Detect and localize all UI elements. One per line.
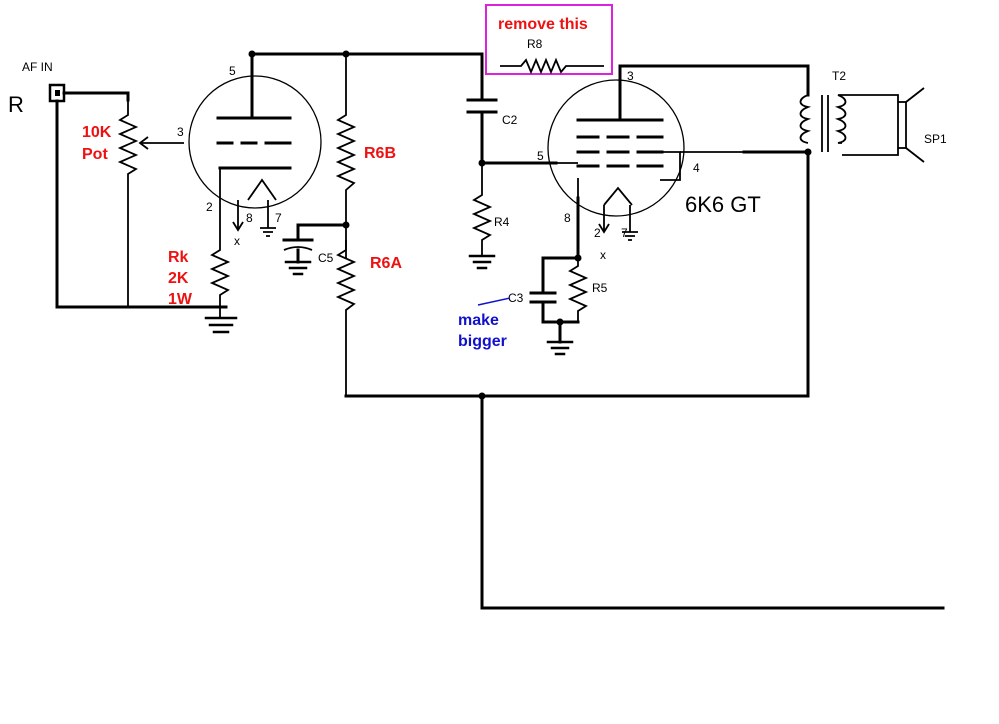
- capacitor-c5: C5: [282, 221, 350, 276]
- af-in-label: AF IN: [22, 60, 53, 74]
- potentiometer: 10K Pot: [82, 100, 184, 307]
- t2-label: T2: [832, 69, 846, 83]
- v2-ground-symbol: [546, 340, 574, 356]
- r6b-label: R6B: [364, 145, 396, 162]
- c3-label: C3: [508, 291, 524, 305]
- bigger-annotation-line2: bigger: [458, 333, 507, 350]
- resistor-r4: R4: [468, 163, 510, 270]
- pot-label-type: Pot: [82, 146, 108, 163]
- plate-rail: [250, 52, 484, 102]
- v2-pin-4: 4: [693, 161, 700, 175]
- power-supply-wire: [480, 394, 945, 610]
- v1-pin-7: 7: [275, 211, 282, 225]
- r6a-label: R6A: [370, 255, 402, 272]
- tube-v1: 5 3 2 8 7 x: [177, 53, 322, 248]
- v2-pin-5: 5: [537, 149, 544, 163]
- speaker-sp1: SP1: [897, 87, 947, 163]
- resistor-r6b: R6B: [335, 54, 396, 258]
- r4-label: R4: [494, 215, 510, 229]
- c5-label: C5: [318, 251, 334, 265]
- sp1-label: SP1: [924, 132, 947, 146]
- v2-pin-8: 8: [564, 211, 571, 225]
- v2-pin-7: 7: [621, 226, 628, 240]
- v1-pin-5: 5: [229, 64, 236, 78]
- rk-label-name: Rk: [168, 249, 189, 266]
- v1-x-mark: x: [234, 234, 240, 248]
- rk-label-value: 2K: [168, 270, 189, 287]
- v2-x-mark: x: [600, 248, 606, 262]
- tube-type-label: 6K6 GT: [685, 192, 761, 217]
- input-wire: [62, 91, 130, 102]
- resistor-r5: R5: [541, 256, 608, 322]
- transformer-return-wire: [742, 150, 810, 398]
- pot-label-value: 10K: [82, 124, 112, 141]
- v1-pin-8: 8: [246, 211, 253, 225]
- r5-label: R5: [592, 281, 608, 295]
- tube-v2: 3 5 4 8 2 7 x 6K6 GT: [537, 64, 761, 262]
- output-transformer-t2: T2: [618, 64, 899, 156]
- c2-label: C2: [502, 113, 518, 127]
- cathode-resistor-rk: Rk 2K 1W: [168, 200, 238, 334]
- v1-pin-3: 3: [177, 125, 184, 139]
- input-ground-wire: [55, 99, 228, 309]
- r8-label: R8: [527, 37, 543, 51]
- v2-pin-2: 2: [594, 226, 601, 240]
- resistor-r6a: R6A: [335, 240, 402, 396]
- capacitor-c3: C3: [477, 256, 580, 324]
- bigger-annotation-line1: make: [458, 312, 499, 329]
- v1-pin-2: 2: [206, 200, 213, 214]
- v2-pin-3: 3: [627, 69, 634, 83]
- capacitor-c2: C2: [466, 98, 518, 165]
- input-r-label: R: [8, 92, 24, 117]
- rk-label-power: 1W: [168, 291, 193, 308]
- remove-annotation: remove this: [498, 16, 588, 33]
- resistor-r8-highlight: remove this R8: [485, 4, 613, 75]
- remove-highlight-box: [485, 4, 613, 75]
